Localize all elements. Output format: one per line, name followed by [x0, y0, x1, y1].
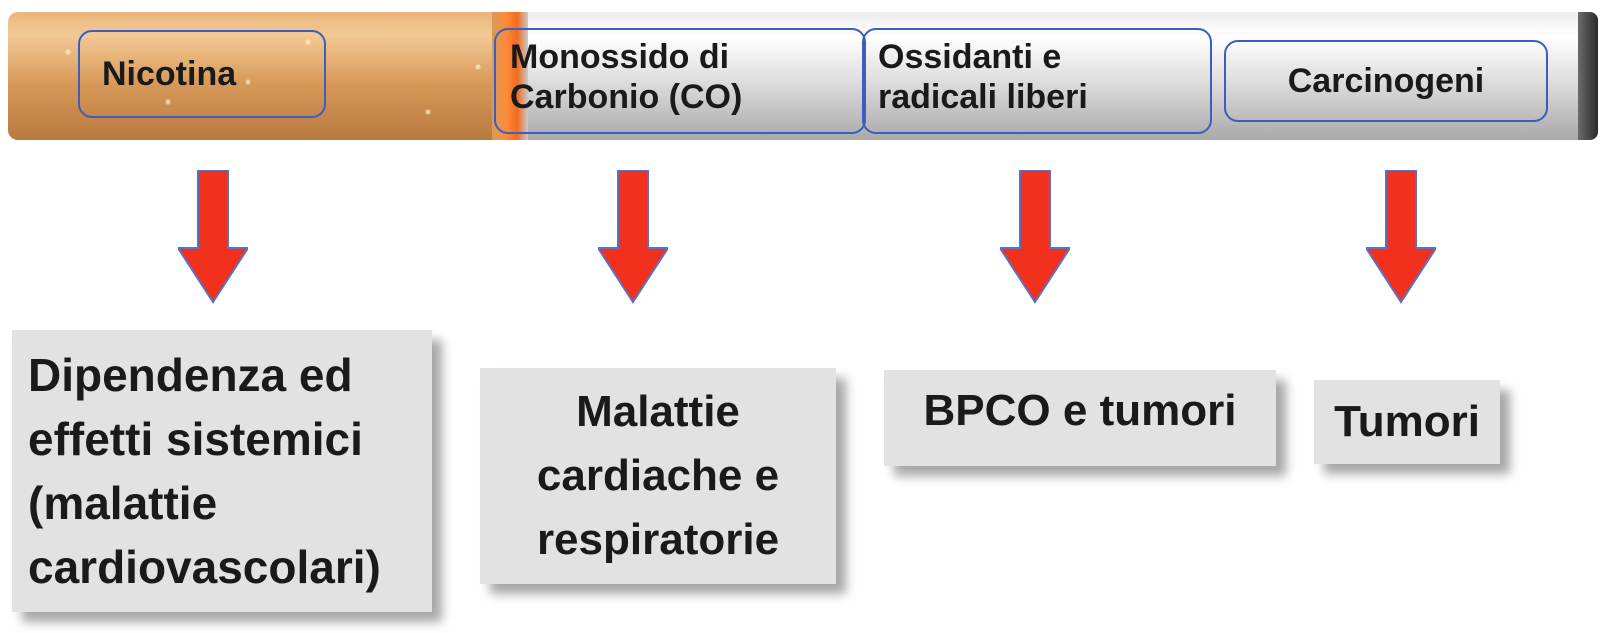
effect-dipendenza-line2: effetti sistemici	[28, 413, 363, 465]
effect-tumori: Tumori	[1314, 380, 1500, 464]
cigarette-filter	[8, 12, 528, 140]
arrow-down-icon	[178, 170, 248, 304]
arrow-down-icon	[1366, 170, 1436, 304]
cigarette-tip	[1578, 12, 1598, 140]
component-carcinogeni: Carcinogeni	[1224, 40, 1548, 122]
effect-dipendenza: Dipendenza ed effetti sistemici (malatti…	[12, 330, 432, 612]
effect-malattie-line2: cardiache e	[536, 451, 780, 500]
cigarette-paper	[528, 12, 1588, 140]
effect-bpco: BPCO e tumori	[884, 370, 1276, 466]
effect-tumori-label: Tumori	[1334, 397, 1480, 446]
effect-malattie: Malattie cardiache e respiratorie	[480, 368, 836, 584]
component-carcinogeni-label: Carcinogeni	[1287, 62, 1485, 100]
component-monossido: Monossido di Carbonio (CO)	[494, 28, 866, 134]
effect-dipendenza-line3: (malattie	[28, 477, 218, 529]
effect-bpco-label: BPCO e tumori	[923, 386, 1237, 435]
component-nicotina: Nicotina	[78, 30, 326, 118]
effect-malattie-line1: Malattie	[576, 387, 740, 436]
component-ossidanti-line1: Ossidanti e	[878, 38, 1062, 76]
component-monossido-line2: Carbonio (CO)	[510, 78, 743, 116]
arrow-down-icon	[598, 170, 668, 304]
component-ossidanti: Ossidanti e radicali liberi	[862, 28, 1212, 134]
component-ossidanti-line2: radicali liberi	[878, 78, 1088, 116]
arrow-down-icon	[1000, 170, 1070, 304]
effect-dipendenza-line4: cardiovascolari)	[28, 541, 381, 593]
component-monossido-line1: Monossido di	[510, 38, 730, 76]
effect-malattie-line3: respiratorie	[536, 515, 780, 564]
effect-dipendenza-line1: Dipendenza ed	[28, 349, 353, 401]
component-nicotina-label: Nicotina	[102, 55, 237, 93]
